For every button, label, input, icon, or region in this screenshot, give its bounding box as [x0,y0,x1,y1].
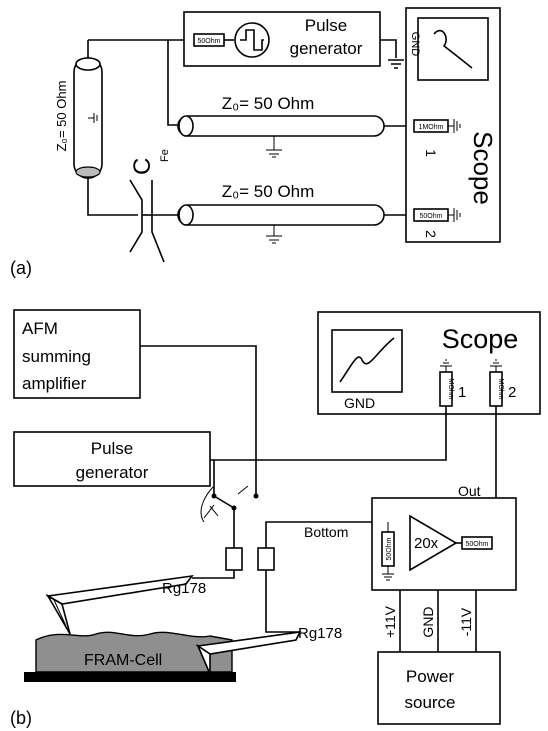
supply-plus-label: +11V [382,605,398,638]
termination-1-label: 1MOhm [419,124,444,131]
capacitor-subscript: Fe [159,149,171,162]
termination-2-label: 50Ohm [420,213,443,220]
panel-b: AFM summing amplifier Pulse generator GN… [10,309,541,728]
wire-connector2-to-tip2 [265,570,300,633]
amp-out-label: Out [458,483,481,499]
pulse-generator-a [183,11,381,67]
afm-label-2: summing [22,347,91,366]
scope-b-label: Scope [442,324,519,354]
pulse-resistor-label: 50Ohm [198,38,221,45]
selector-switch [200,485,259,523]
pulse-source-icon [234,22,270,58]
output-resistor-label: 50Ohm [466,541,489,548]
fram-cell [24,631,236,682]
pulse-ground-wire [380,39,397,58]
afm-cantilever-2 [195,631,302,675]
tip-1-label: Rg178 [162,580,206,597]
channel-2-label: 2 [423,230,439,238]
connector-2 [257,547,275,571]
amp-gain-label: 20x [414,535,439,552]
scope-a-gnd: GND [409,32,421,57]
vertical-cable-label: Z₀= 50 Ohm [54,81,69,152]
cable-2-label: Z₀= 50 Ohm [222,182,315,201]
capacitor-label: C [129,158,156,175]
scope-b-channel-2: 2 [508,384,516,401]
scope-b-trace [339,337,395,383]
amplifier-triangle [409,514,458,572]
scope-b-gnd: GND [344,395,375,411]
coax-cable-1 [177,115,414,158]
power-label-2: source [404,693,455,712]
ground-icon [448,119,461,133]
ground-icon [382,522,394,581]
afm-label-1: AFM [22,319,58,338]
wire-connector1-to-tip1 [192,570,235,579]
connector-1 [225,547,243,571]
channel-1-label: 1 [423,149,439,157]
pulse-generator-b [13,431,211,487]
ground-icon [388,59,404,69]
power-label-1: Power [406,667,455,686]
wire-left-bottom [87,178,138,216]
cable-1-label: Z₀= 50 Ohm [222,94,315,113]
scope-a-trace [433,29,473,69]
probe-1-label: MOhm [447,379,454,400]
fram-cell-label: FRAM-Cell [84,652,162,669]
vertical-coax-cable [73,57,103,179]
pulse-generator-label-2: generator [290,39,363,58]
afm-label-3: amplifier [22,374,87,393]
panel-b-label: (b) [10,708,32,728]
coax-cable-2 [177,204,414,244]
pulse-b-label-1: Pulse [91,439,134,458]
supply-gnd-label: GND [420,606,436,637]
wire-to-cable1 [167,40,182,126]
input-resistor-label: 50Ohm [386,537,393,560]
scope-a-label: Scope [468,131,498,205]
scope-b [317,311,541,415]
tip-2-label: Rg178 [298,625,342,642]
pulse-generator-label-1: Pulse [305,16,348,35]
panel-a: Z₀= 50 Ohm C Fe 50Ohm Pulse generator Z₀ [10,7,501,278]
ferroelectric-capacitor [129,179,165,263]
probe-2-label: MOhm [497,379,504,400]
supply-minus-label: -11V [458,607,474,636]
power-source [377,651,501,725]
panel-a-label: (a) [10,258,32,278]
afm-cantilever-1 [45,574,194,635]
afm-summing-amplifier [13,309,141,399]
wire-afm-to-switch [140,345,257,494]
output-resistor [461,536,493,550]
scope-probe-1: MOhm [439,359,454,407]
ground-icon [448,208,461,222]
wire-pulse-to-scope [210,406,447,461]
pulse-b-label-2: generator [76,463,149,482]
scope-a-screen [417,17,489,81]
scope-b-channel-1: 1 [458,384,466,401]
bottom-label: Bottom [304,524,348,540]
